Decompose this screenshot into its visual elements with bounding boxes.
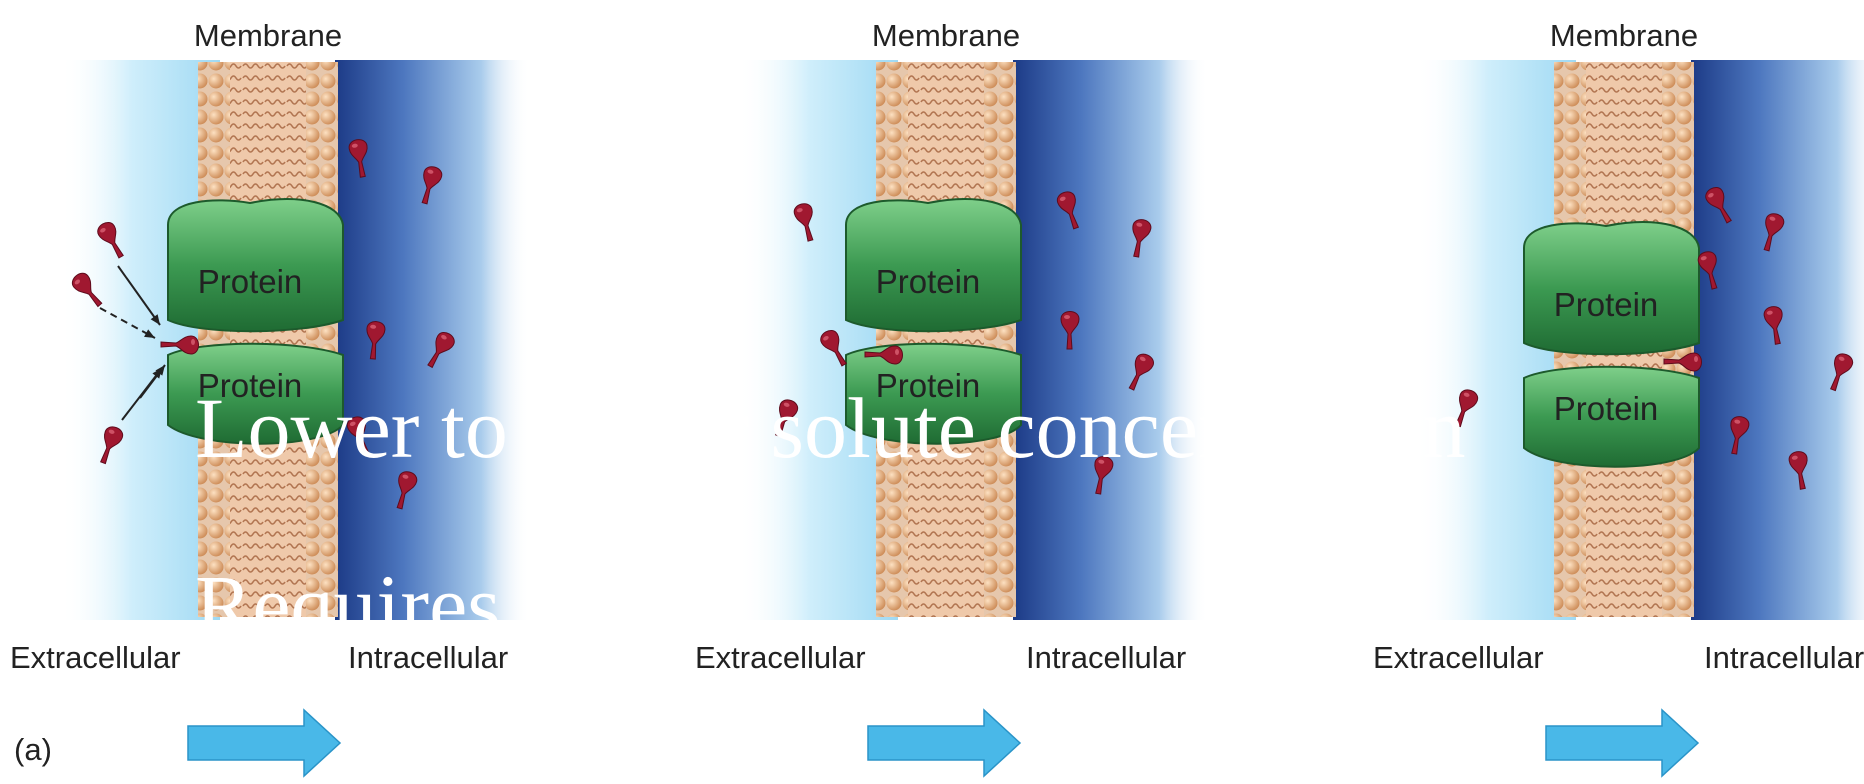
protein-label-upper: Protein <box>876 263 981 300</box>
intracellular-label: Intracellular <box>1026 640 1186 675</box>
protein-label-upper: Protein <box>198 263 303 300</box>
transport-direction-arrow <box>1546 710 1698 776</box>
bilayer-heads-inner <box>306 62 338 617</box>
protein-label-lower: Protein <box>1554 390 1659 427</box>
intracellular-label: Intracellular <box>1704 640 1864 675</box>
membrane-label: Membrane <box>1550 18 1698 53</box>
bilayer-tails <box>230 62 306 617</box>
extracellular-label: Extracellular <box>695 640 866 675</box>
overlay-heading: Lower to higher solute concentration <box>195 385 1465 471</box>
membrane-label: Membrane <box>872 18 1020 53</box>
membrane-label: Membrane <box>194 18 342 53</box>
bilayer-heads-inner <box>984 62 1016 617</box>
extracellular-label: Extracellular <box>10 640 181 675</box>
panel-tag-label: (a) <box>14 732 52 767</box>
overlay-subheading: Requires ATP <box>195 562 670 648</box>
transport-direction-arrow <box>868 710 1020 776</box>
protein-label-upper: Protein <box>1554 286 1659 323</box>
extracellular-label: Extracellular <box>1373 640 1544 675</box>
transport-direction-arrow <box>188 710 340 776</box>
bilayer-tails <box>908 62 984 617</box>
extracellular-fluid <box>738 60 898 620</box>
bilayer-heads-outer <box>198 62 230 617</box>
bilayer-heads-outer <box>876 62 908 617</box>
intracellular-fluid <box>1013 60 1208 620</box>
